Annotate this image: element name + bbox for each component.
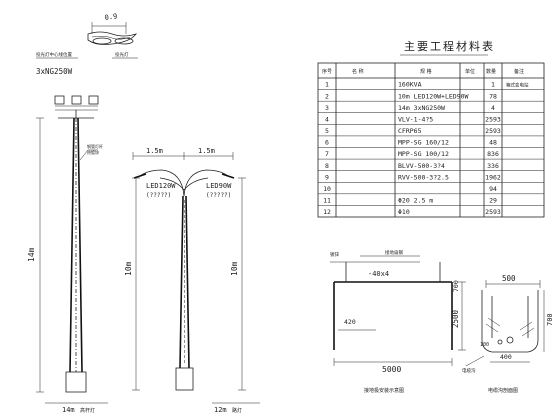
table-cell-spec: 160KVA: [398, 81, 422, 89]
table-cell-spec: 10m LED120W+LED90W: [398, 92, 469, 100]
table-cell-no: 5: [325, 127, 329, 135]
table-cell-no: 4: [325, 115, 329, 123]
led-right-sub: (?????): [206, 192, 231, 199]
materials-table: 主要工程材料表 序号 名 称 规 格 单位 数量 备注 1 160KVA 1 箱式变电…: [317, 39, 545, 218]
led-left-sub: (?????): [146, 192, 171, 199]
flood-lamp-plan-view: 0.9 投光灯中心线位置 3xNG250W 投光灯: [36, 12, 138, 76]
svg-text:路灯: 路灯: [232, 407, 242, 414]
trench-100-dim: 100: [480, 342, 489, 348]
trench-right-mid-dim: 700: [546, 313, 554, 326]
table-cell-no: 2: [325, 92, 329, 100]
table-cell-qty: 836: [487, 150, 499, 158]
trench-caption: 电缆沟剖面图: [488, 387, 518, 394]
table-cell-no: 1: [325, 81, 329, 89]
double-arm-street-light: 1.5m 1.5m LED120W (?????) LED90W (?????)…: [124, 147, 260, 414]
grounding-section: 镀锌 接地扁钢 -40x4 420 5000 2500 700 接地极安装示意图: [330, 249, 466, 394]
table-cell-qty: 2593: [485, 208, 501, 216]
table-cell-no: 11: [323, 197, 331, 205]
svg-text:高杆灯: 高杆灯: [80, 407, 95, 414]
flood-lamp-2: [71, 95, 82, 105]
table-cell-spec: Φ20 2.5 m: [398, 197, 433, 205]
arm-right-length: 1.5m: [198, 147, 215, 155]
trench-right-bot-dim: 400: [500, 353, 512, 361]
table-cell-note: 箱式变电站: [506, 82, 529, 89]
high-mast-pole-14m: 14m 钢管灯杆 热镀锌 14m 高杆灯: [27, 95, 108, 414]
table-cell-qty: 94: [489, 185, 497, 193]
table-cell-spec: MPP-SG 100/12: [398, 150, 449, 158]
table-cell-no: 10: [323, 185, 331, 193]
street-height-left: 10m: [124, 261, 133, 276]
high-mast-bottom-label: 14m: [62, 406, 75, 414]
high-mast-note: 钢管灯杆: [87, 143, 103, 149]
trench-side-dim: 700: [452, 280, 460, 292]
flood-spacing-label: 0.9: [104, 12, 118, 22]
table-cell-qty: 2593: [485, 115, 501, 123]
table-cell-qty: 78: [489, 92, 497, 100]
trench-right-top-dim: 500: [502, 274, 516, 283]
street-bottom-label: 12m: [214, 406, 227, 414]
svg-text:名 称: 名 称: [352, 68, 364, 75]
table-cell-spec: CFRP65: [398, 127, 422, 135]
table-cell-qty: 4: [491, 104, 495, 112]
svg-text:热镀锌: 热镀锌: [87, 149, 99, 155]
led-right-spec: LED90W: [206, 182, 232, 190]
trench-left-dim: 420: [344, 318, 356, 326]
cable-trench-detail: 500 700 400 100 电缆沟 电缆沟剖面图: [462, 274, 554, 394]
trench-height-dim: 2500: [451, 309, 460, 328]
grounding-caption: 接地极安装示意图: [364, 387, 404, 394]
svg-text:镀锌: 镀锌: [330, 251, 339, 258]
flood-lamp-1: [54, 95, 65, 105]
trench-top-dim: -40x4: [368, 270, 389, 278]
table-title: 主要工程材料表: [404, 39, 495, 53]
flood-detail-text: 投光灯: [115, 51, 129, 58]
table-cell-no: 9: [325, 173, 329, 181]
table-cell-no: 3: [325, 104, 329, 112]
svg-text:备注: 备注: [514, 68, 524, 75]
svg-text:序号: 序号: [322, 68, 332, 75]
high-mast-height: 14m: [27, 247, 36, 262]
table-cell-qty: 48: [489, 139, 497, 147]
svg-text:规 格: 规 格: [420, 68, 432, 75]
table-cell-spec: BLVV-500-3?4: [398, 162, 445, 170]
led-left-spec: LED120W: [146, 182, 176, 190]
table-cell-spec: 14m 3xNG250W: [398, 104, 445, 112]
table-cell-qty: 1962: [485, 173, 501, 181]
table-cell-no: 8: [325, 162, 329, 170]
trench-width-dim: 5000: [382, 365, 401, 374]
table-cell-spec: MPP-SG 160/12: [398, 139, 449, 147]
table-cell-no: 12: [323, 208, 331, 216]
svg-text:单位: 单位: [465, 68, 475, 75]
svg-text:电缆沟: 电缆沟: [462, 367, 476, 374]
street-height-right: 10m: [230, 261, 239, 276]
table-cell-spec: VLV-1-4?5: [398, 115, 433, 123]
table-cell-no: 7: [325, 150, 329, 158]
table-cell-qty: 2593: [485, 127, 501, 135]
table-cell-spec: RVV-500-3?2.5: [398, 173, 449, 181]
arm-left-length: 1.5m: [146, 147, 163, 155]
svg-text:数量: 数量: [486, 68, 496, 75]
table-cell-qty: 336: [487, 162, 499, 170]
svg-text:接地扁钢: 接地扁钢: [385, 249, 403, 256]
flood-note-text: 投光灯中心线位置: [36, 51, 72, 58]
flood-lamp-3: [88, 95, 99, 105]
flood-lamp-spec: 3xNG250W: [36, 67, 73, 76]
table-cell-no: 6: [325, 139, 329, 147]
table-cell-qty: 29: [489, 197, 497, 205]
table-cell-spec: Φ10: [398, 208, 410, 216]
table-cell-qty: 1: [491, 81, 495, 89]
